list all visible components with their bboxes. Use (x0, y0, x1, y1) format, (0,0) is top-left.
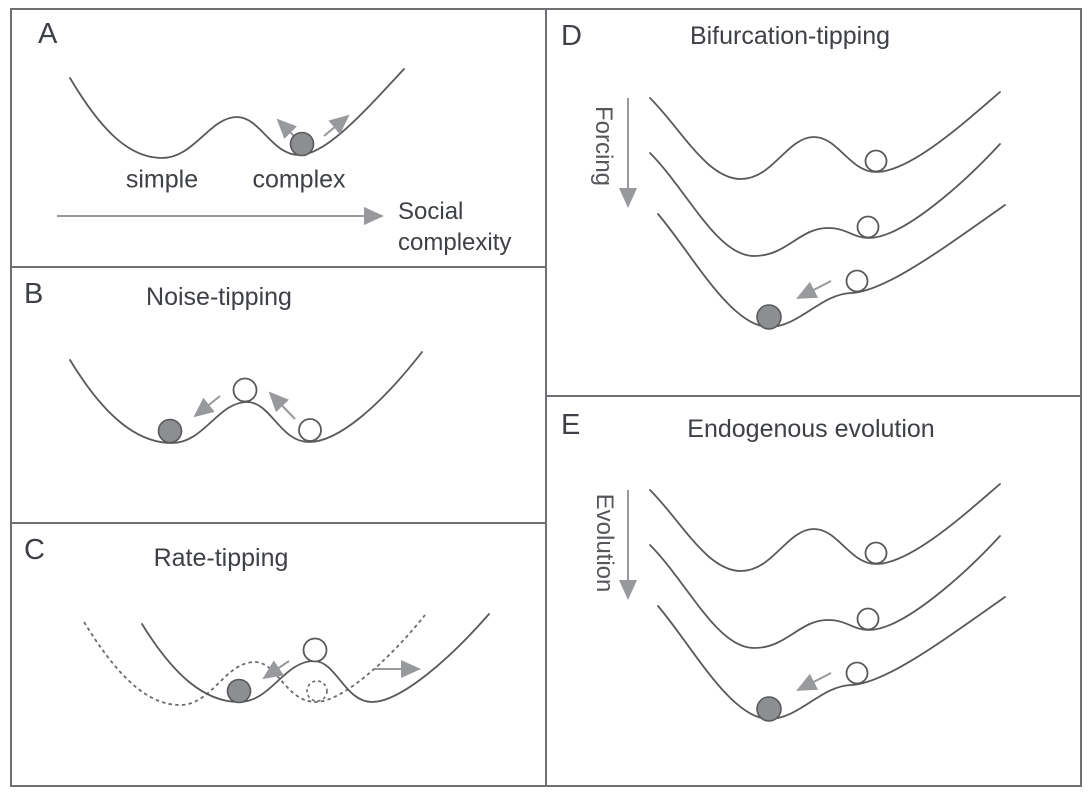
potential-curve-stage1 (649, 91, 1001, 180)
figure-frame: A simple complex Social complexity (10, 8, 1082, 787)
panel-e-title: Endogenous evolution (687, 415, 935, 443)
panel-a-label: A (38, 18, 58, 50)
panel-e: E Endogenous evolution Evolution (547, 397, 1080, 785)
panel-c-drawing (83, 613, 490, 706)
tipping-arrow-uphill (268, 391, 296, 420)
potential-curve-stage3 (657, 596, 1006, 720)
panel-e-drawing (619, 483, 1006, 722)
panel-d-drawing (619, 91, 1006, 330)
potential-curve-stage2 (649, 143, 1001, 257)
panel-e-label: E (561, 409, 581, 441)
panel-b-drawing (69, 351, 423, 444)
panel-a-drawing (57, 68, 405, 225)
tipping-arrow-downhill (796, 280, 832, 299)
state-ball-filled (289, 131, 315, 157)
potential-curve (69, 68, 405, 159)
state-ball-stage3 (845, 269, 869, 293)
panel-a: A simple complex Social complexity (12, 10, 545, 266)
evolution-axis-label: Evolution (591, 493, 618, 593)
state-ball-stage2 (856, 607, 880, 631)
panel-c-title: Rate-tipping (153, 544, 289, 572)
axis-label-line2: complexity (398, 229, 512, 256)
divider-a-b (12, 266, 545, 268)
potential-curve-stage2 (649, 535, 1001, 649)
panel-d-title: Bifurcation-tipping (689, 22, 891, 50)
state-ball-filled (756, 696, 782, 722)
divider-vertical (545, 10, 547, 785)
state-ball-filled (756, 304, 782, 330)
tipping-arrow-downhill (262, 660, 290, 680)
tipping-arrow-downhill (193, 395, 221, 418)
panel-d-label: D (561, 20, 582, 52)
forcing-axis-label: Forcing (590, 105, 617, 187)
state-ball-stage1 (864, 541, 888, 565)
potential-curve-stage3 (657, 204, 1006, 328)
divider-b-c (12, 522, 545, 524)
state-ball-stage1 (864, 149, 888, 173)
state-ball-ghost (306, 680, 328, 702)
axis-label-social-complexity: Social complexity (398, 196, 511, 258)
state-ball-stage2 (856, 215, 880, 239)
left-well-label: simple (125, 165, 199, 194)
potential-curve-stage1 (649, 483, 1001, 572)
tipping-arrow-downhill (796, 672, 832, 691)
right-well-label: complex (252, 165, 346, 194)
panel-d: D Bifurcation-tipping Forcing (547, 10, 1080, 395)
panel-c: C Rate-tipping (12, 524, 545, 785)
state-ball-stage3 (845, 661, 869, 685)
state-ball-on-hump (302, 637, 328, 663)
axis-label-line1: Social (398, 198, 464, 225)
potential-curve-previous (83, 614, 426, 706)
state-ball-right-well (298, 418, 322, 442)
fluctuation-arrow-right (323, 114, 350, 137)
panel-c-label: C (24, 534, 45, 566)
panel-b-title: Noise-tipping (146, 283, 292, 311)
panel-b-label: B (24, 278, 44, 310)
divider-d-e (547, 395, 1080, 397)
state-ball-on-hump (232, 377, 258, 403)
state-ball-filled (157, 418, 183, 444)
state-ball-filled (226, 678, 252, 704)
panel-b: B Noise-tipping (12, 268, 545, 522)
